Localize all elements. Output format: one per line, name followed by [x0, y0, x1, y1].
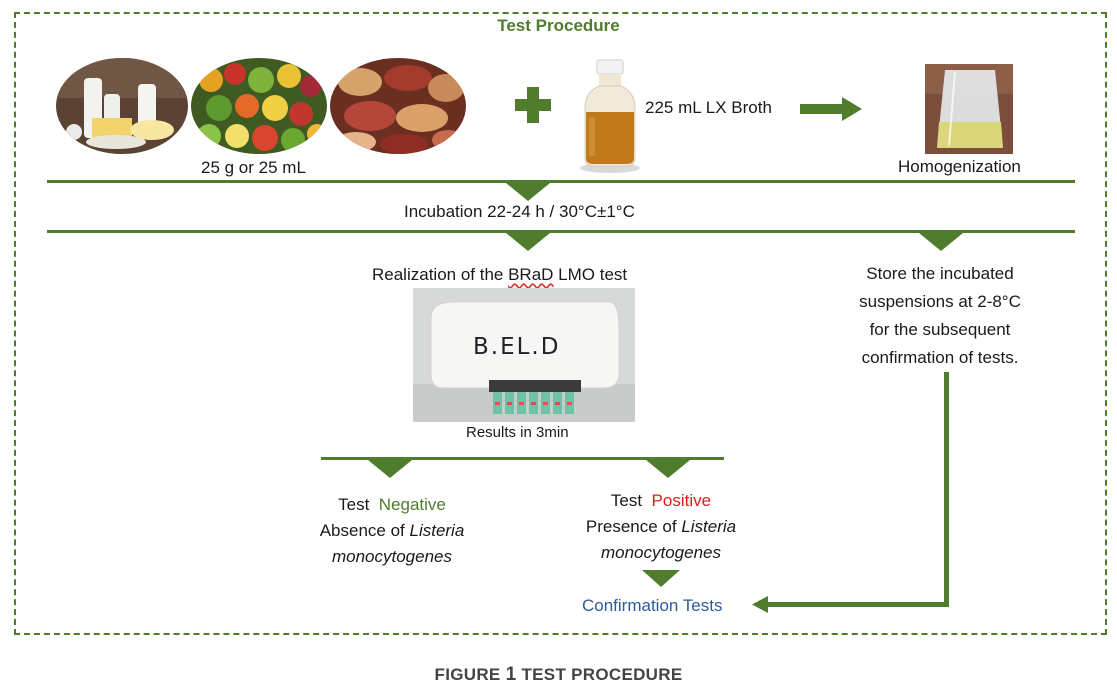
device-label: B.EL.D [473, 334, 561, 360]
negative-result: Test Negative Absence of Listeria monocy… [292, 492, 492, 570]
procedure-frame [14, 12, 1107, 635]
species-name: monocytogenes [600, 543, 722, 562]
arrow-right-icon [800, 97, 862, 121]
positive-label: Positive [651, 491, 712, 510]
storage-line: Store the incubated [866, 264, 1014, 283]
down-arrow-icon [646, 460, 690, 478]
results-label: Results in 3min [466, 424, 569, 441]
broth-label: 225 mL LX Broth [645, 98, 772, 117]
device-image: B.EL.D [413, 288, 635, 422]
presence-prefix: Presence of [585, 517, 682, 536]
separator-line [47, 230, 1075, 233]
split-line [321, 457, 724, 460]
down-arrow-icon [919, 233, 963, 251]
caption-text: TEST PROCEDURE [521, 665, 683, 684]
species-name: monocytogenes [331, 547, 453, 566]
test-word: Test [610, 491, 643, 510]
realization-prefix: Realization of the [372, 265, 509, 284]
broth-bottle-image [577, 58, 643, 174]
down-arrow-icon [506, 183, 550, 201]
caption-number: 1 [505, 664, 517, 685]
sample-amount-label: 25 g or 25 mL [201, 158, 306, 177]
absence-prefix: Absence of [319, 521, 410, 540]
positive-result: Test Positive Presence of Listeria monoc… [561, 488, 761, 566]
figure-caption: FIGURE 1 TEST PROCEDURE [0, 664, 1117, 686]
species-genus: Listeria [409, 521, 465, 540]
storage-line: suspensions at 2-8°C [859, 292, 1021, 311]
realization-suffix: LMO test [553, 265, 628, 284]
separator-line [47, 180, 1075, 183]
caption-word: FIGURE [434, 665, 501, 684]
arrow-left-icon [752, 372, 957, 617]
realization-label: Realization of the BRaD LMO test [372, 265, 627, 285]
brand-name: BRaD [508, 265, 554, 284]
negative-label: Negative [378, 495, 446, 514]
meat-products-image [330, 58, 466, 154]
confirmation-tests-label: Confirmation Tests [582, 596, 723, 615]
plus-icon [515, 87, 551, 123]
storage-line: confirmation of tests. [861, 348, 1019, 367]
down-arrow-icon [506, 233, 550, 251]
down-arrow-icon [368, 460, 412, 478]
storage-line: for the subsequent [869, 320, 1011, 339]
diagram-title: Test Procedure [497, 16, 620, 35]
down-arrow-icon [642, 570, 680, 587]
storage-note: Store the incubated suspensions at 2-8°C… [830, 260, 1050, 372]
dairy-products-image [56, 58, 188, 154]
species-genus: Listeria [681, 517, 737, 536]
incubation-label: Incubation 22-24 h / 30°C±1°C [404, 202, 635, 221]
vegetables-image [191, 58, 327, 154]
stomacher-bag-image [925, 64, 1013, 154]
test-word: Test [338, 495, 370, 514]
homogenization-label: Homogenization [898, 157, 1021, 176]
